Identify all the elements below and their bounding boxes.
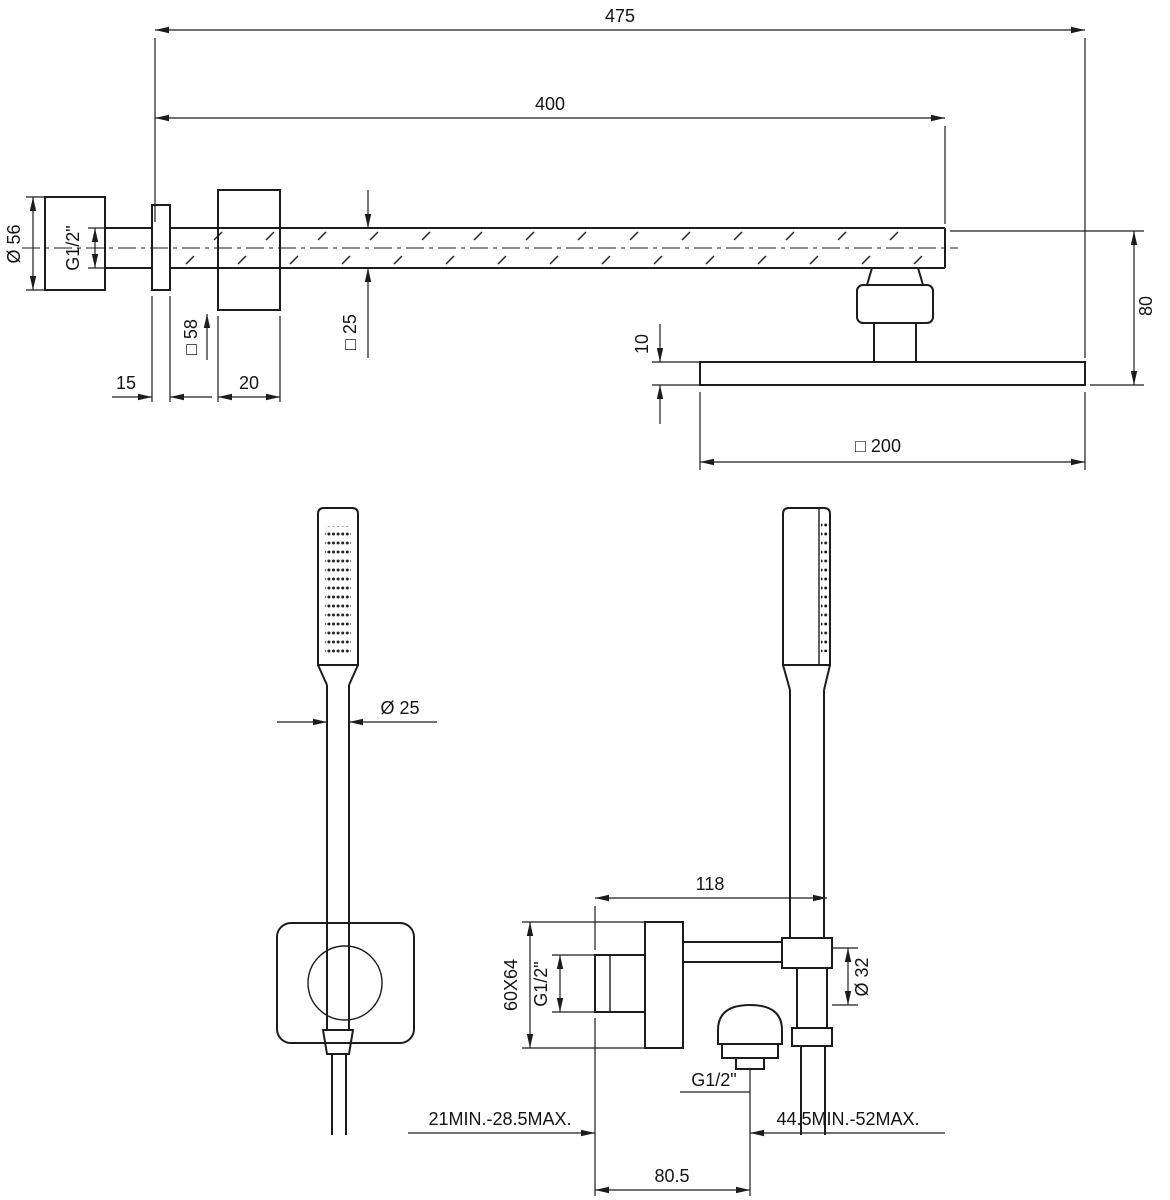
dim-arm-square: □ 25 — [340, 190, 372, 358]
dim-holder-diameter-label: Ø 32 — [852, 957, 872, 996]
dim-recess-range-plate-label: 21MIN.-28.5MAX. — [428, 1109, 571, 1129]
dim-bracket-plate-label: 60X64 — [501, 959, 521, 1011]
dim-escutcheon-depth: 20 — [217, 316, 281, 402]
dim-plate-to-outlet: 80.5 — [594, 1018, 750, 1196]
bracket-plate-side — [644, 921, 684, 1049]
dim-arm-length: 400 — [155, 94, 946, 224]
handle-taper — [317, 664, 328, 686]
dim-plate-to-outlet-label: 80.5 — [654, 1166, 689, 1186]
wall-flange — [151, 204, 171, 291]
dim-inlet-thread-label: G1/2" — [531, 961, 551, 1006]
dim-recess-range-outlet-label: 44.5MIN.-52MAX. — [776, 1109, 919, 1129]
outlet-elbow-tip — [735, 1057, 765, 1070]
dim-flange-depth-label: 15 — [116, 373, 136, 393]
outlet-side-view — [594, 507, 833, 1135]
inlet-thread-stub — [594, 954, 646, 1013]
dim-wall-offset: 118 — [594, 874, 827, 950]
spray-face-nozzles — [325, 526, 351, 654]
spray-face-nozzles-side — [821, 520, 829, 652]
square-shower-head — [699, 361, 1086, 386]
ball-joint-neck — [873, 322, 917, 363]
holder-ring — [307, 945, 383, 1021]
dim-head-square: □ 200 — [699, 392, 1086, 470]
outlet-elbow-dome — [717, 1003, 783, 1045]
outlet-elbow-nut — [721, 1043, 779, 1059]
dim-arm-length-label: 400 — [535, 94, 565, 114]
holder-ring-side — [781, 937, 833, 969]
dim-bracket-plate: 60X64 — [501, 921, 645, 1049]
dim-wall-thread-label: G1/2" — [63, 225, 83, 270]
dim-head-drop-label: 80 — [1136, 296, 1156, 316]
handle-taper — [782, 664, 791, 691]
dim-escutcheon-depth-label: 20 — [239, 373, 259, 393]
dim-flange-diameter-label: Ø 56 — [4, 224, 24, 263]
handshower-front-view — [276, 507, 415, 1135]
dim-flange-depth: 15 — [112, 296, 212, 402]
ball-joint-body — [856, 284, 934, 324]
dim-escutcheon-square: □ 58 — [181, 314, 211, 360]
ball-joint-nut — [865, 267, 925, 286]
dim-outlet-thread: G1/2" — [680, 1069, 751, 1196]
dim-head-thickness-label: 10 — [632, 334, 652, 354]
handle-taper — [348, 664, 359, 686]
dim-holder-diameter: Ø 32 — [832, 947, 872, 1006]
dim-arm-square-label: □ 25 — [340, 314, 360, 350]
arm-surface-hatching — [185, 229, 940, 267]
dim-outlet-thread-label: G1/2" — [691, 1070, 736, 1090]
dim-recess-range-plate: 21MIN.-28.5MAX. — [408, 1109, 595, 1137]
dim-escutcheon-square-label: □ 58 — [181, 319, 201, 355]
wall-holder-plate — [276, 922, 415, 1044]
handshower-head-side — [782, 507, 831, 666]
shower-arm-assembly-view — [22, 189, 1086, 386]
hose-nut — [321, 1029, 355, 1055]
dim-head-drop: 80 — [950, 230, 1156, 386]
dim-inlet-thread: G1/2" — [531, 954, 595, 1013]
dim-overall-length: 475 — [154, 6, 1086, 358]
dim-head-square-label: □ 200 — [855, 436, 901, 456]
dim-recess-range-outlet: 44.5MIN.-52MAX. — [750, 1109, 945, 1137]
dim-wall-thread: G1/2" — [63, 225, 105, 271]
dim-head-thickness: 10 — [632, 324, 700, 424]
dim-overall-length-label: 475 — [605, 6, 635, 26]
dim-handle-diameter-label: Ø 25 — [380, 698, 419, 718]
dim-flange-diameter: Ø 56 — [4, 196, 45, 291]
wall-escutcheon — [217, 189, 281, 311]
handle-taper — [823, 664, 831, 691]
dim-wall-offset-label: 118 — [696, 874, 725, 894]
hose-nut-side — [791, 1027, 833, 1047]
handshower-head — [317, 507, 359, 666]
dim-handle-diameter: Ø 25 — [277, 698, 437, 726]
